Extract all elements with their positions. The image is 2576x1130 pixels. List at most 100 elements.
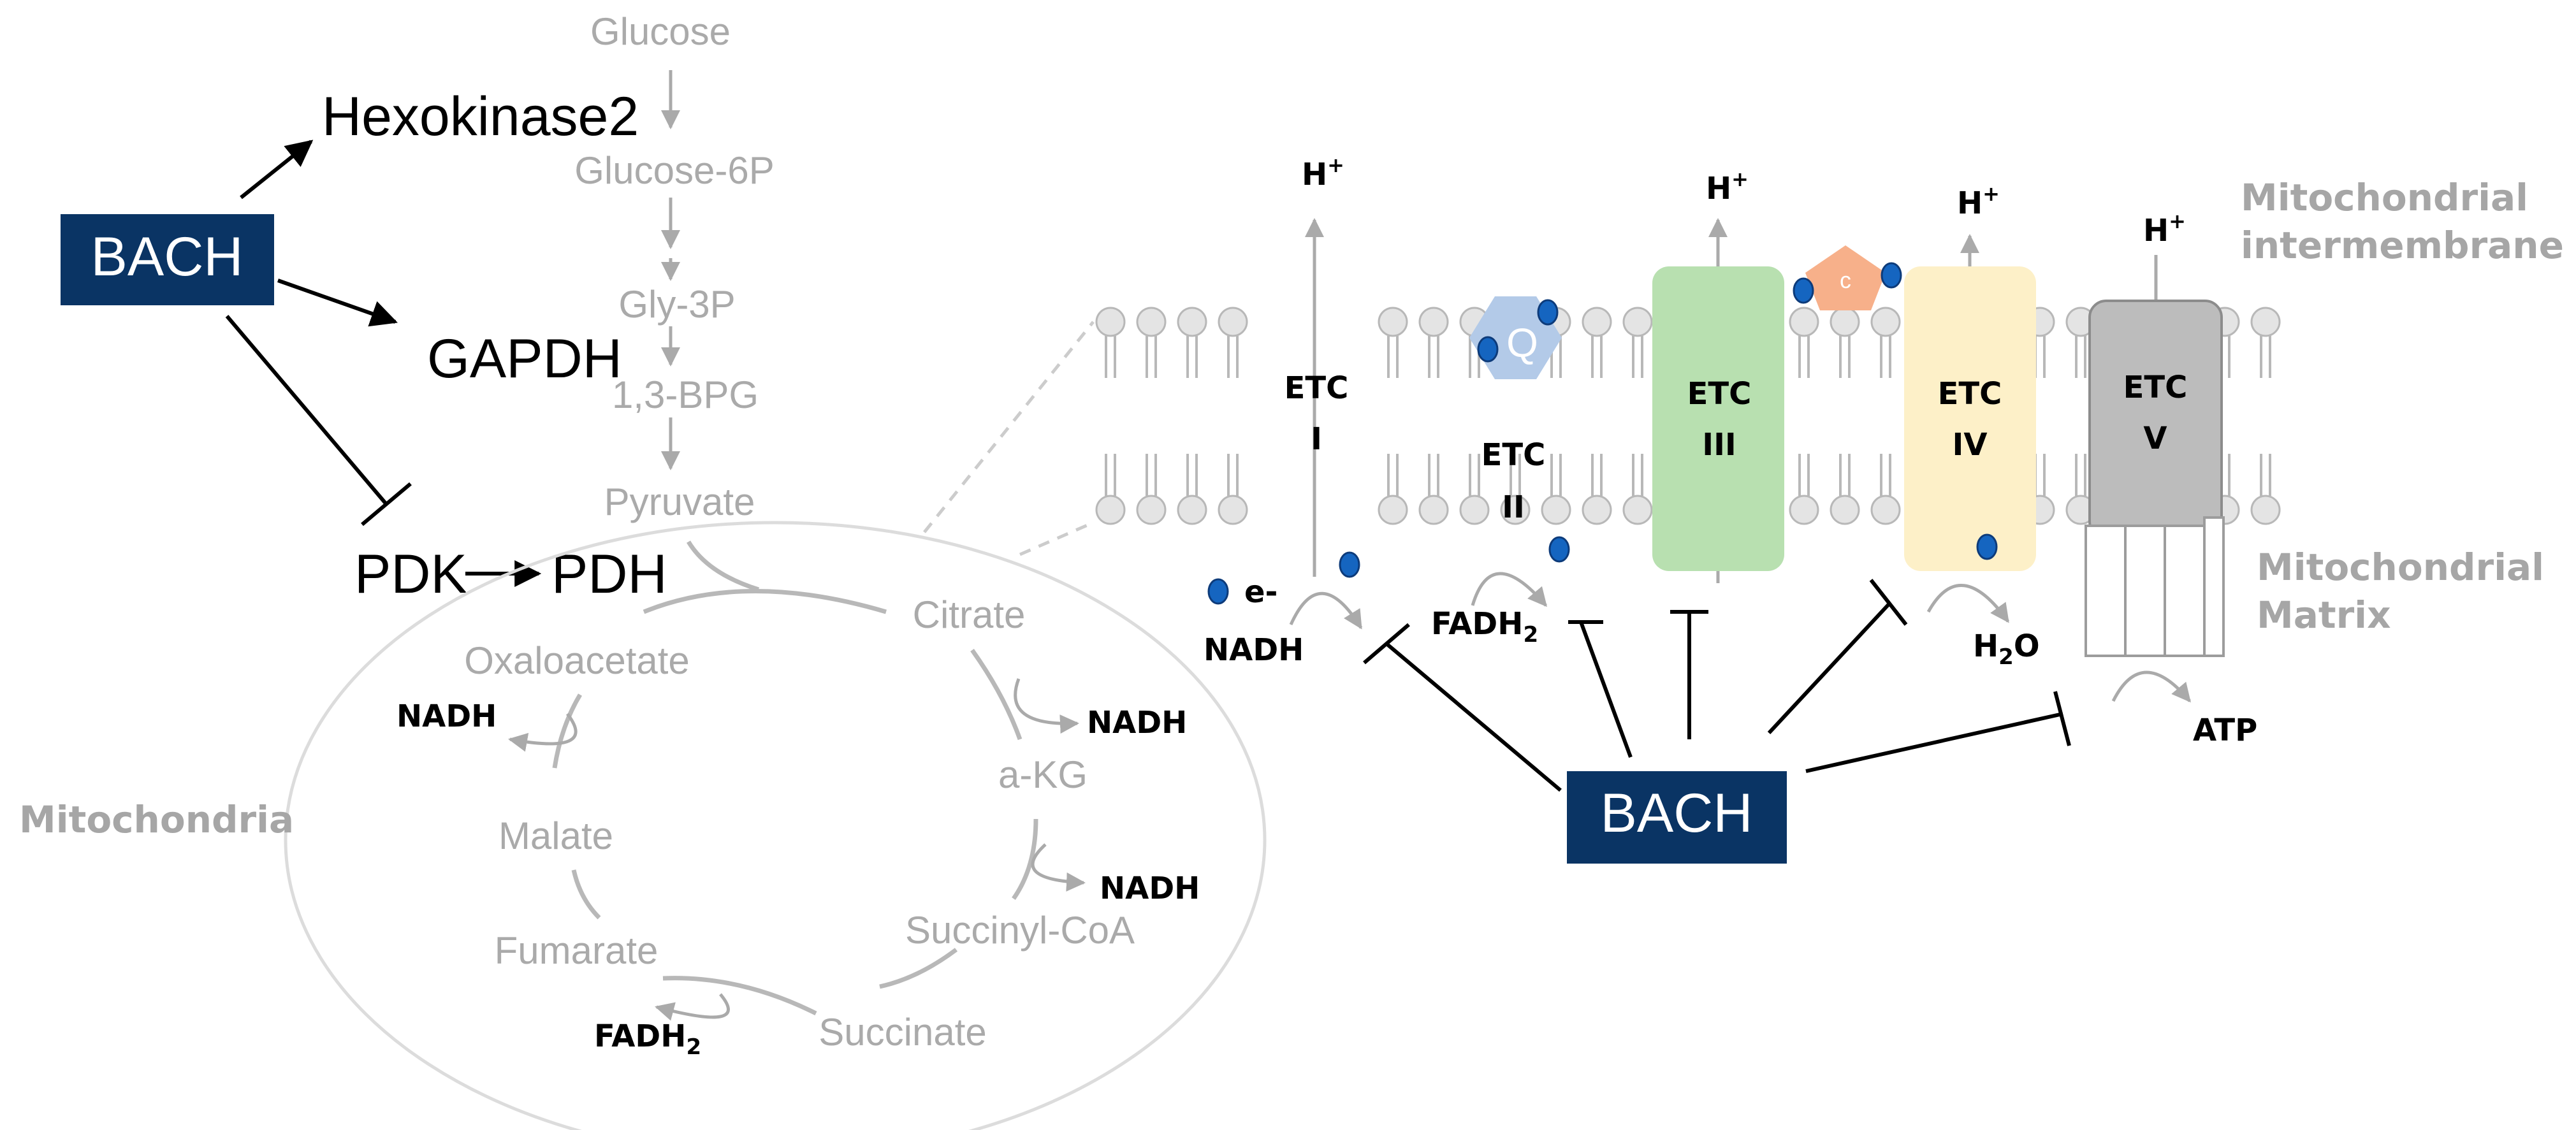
pdk-label: PDK [354,544,467,605]
bach-to-gapdh-arrow [277,279,398,327]
etc-nadh-label: NADH [1204,632,1304,668]
bach-inhibits-etc5 [1805,712,2063,773]
lipid-molecule [1789,307,1819,379]
bach-inhibits-etc2 [1579,621,1633,758]
etc5-label-line2: V [2143,421,2167,456]
fadh2-tca-label: FADH2 [594,1018,701,1060]
lipid-molecule [1622,307,1653,379]
glycolysis-panel: BACH Hexokinase2 GAPDH PDK PDH Glucose G… [61,10,775,605]
bpg-label: 1,3-BPG [612,373,759,416]
bach-to-hexokinase-arrow [240,140,314,199]
succinyl-coa-label: Succinyl-CoA [905,909,1135,952]
electron-label: e- [1244,574,1277,610]
glucose-6p-label: Glucose-6P [574,149,774,192]
cytochrome-c-shape [1805,245,1886,310]
intermembrane-label-line1: Mitochondrial [2241,176,2528,219]
lipid-molecule [1582,307,1612,379]
etc2-label-line2: II [1502,489,1525,525]
electron-etc4 [1976,533,1998,560]
bach-inhibits-etc4 [1767,602,1891,735]
electron-etc2 [1548,536,1570,563]
bach-box-left [61,214,274,305]
lipid-molecule [1218,453,1248,525]
cytochrome-c-label: c [1840,267,1851,293]
electron-etc1-right [1339,551,1360,578]
atp-curl [2111,670,2191,703]
gly-3p-label: Gly-3P [618,283,735,326]
lipid-molecule [2250,453,2281,525]
tca-arc-oaa-citrate [643,589,887,614]
lipid-molecule [1095,307,1126,379]
electron-c-right [1881,262,1902,289]
ubiquinone-q-label: Q [1506,320,1538,366]
nadh-curl-akg [1014,678,1079,734]
etc4-label-line2: IV [1952,427,1987,463]
etc3-proton-label: H+ [1706,167,1749,206]
malate-label: Malate [498,815,613,857]
etc-panel: Mitochondrial intermembrane Mitochondria… [1095,153,2564,864]
fumarate-label: Fumarate [495,929,659,972]
bach-inhibits-etc1-bar [1363,623,1410,665]
glucose-label: Glucose [590,10,731,53]
electron-c-left [1793,277,1814,304]
etc2-fadh2-curl [1471,572,1547,607]
nadh-curl-scoa [1031,843,1086,892]
tca-arc-fum-mal [571,869,601,920]
etc4-proton-label: H+ [1957,182,2000,221]
tca-cycle: Mitochondria Citrate a-KG Succinyl-CoA S… [19,321,1267,1130]
pyruvate-label: Pyruvate [604,481,755,523]
electron-etc1-left [1207,578,1229,605]
matrix-label-line2: Matrix [2257,593,2390,637]
zoom-line-top [923,321,1095,533]
tca-arc-citrate-akg [970,648,1022,741]
tca-arc-scoa-succ [879,948,958,989]
fadh2-curl [655,993,730,1021]
akg-label: a-KG [998,753,1088,796]
bach-inhibits-etc1 [1385,642,1562,792]
etc1-proton-label: H+ [1302,153,1344,192]
electron-q-right [1537,299,1559,326]
lipid-molecule [1378,307,1408,379]
bach-label-right: BACH [1601,783,1753,844]
etc1-label-line1: ETC [1284,370,1349,406]
lipid-molecule [1418,453,1449,525]
etc4-complex [1904,266,2036,571]
etc3-complex [1652,266,1784,571]
mitochondria-label: Mitochondria [19,798,294,841]
lipid-molecule [1870,453,1901,525]
etc2-label-line1: ETC [1481,437,1546,473]
lipid-molecule [1830,453,1860,525]
matrix-label-line1: Mitochondrial [2257,546,2544,589]
bach-inhibits-pdk-bar [361,482,412,526]
atp-synthase-stalk [2085,516,2225,657]
bach-label-left: BACH [91,226,244,287]
water-label: H2O [1973,628,2040,670]
lipid-molecule [1830,307,1860,379]
etc1-nadh-curl [1289,591,1363,630]
lipid-molecule [1378,453,1408,525]
electron-q-left [1477,336,1499,363]
atp-label: ATP [2193,713,2257,748]
oxaloacetate-label: Oxaloacetate [464,639,690,682]
lipid-molecule [1177,307,1207,379]
gapdh-label: GAPDH [427,328,622,389]
nadh-akg-label: NADH [1087,705,1187,741]
lipid-molecule [1136,453,1167,525]
lipid-molecule [1582,453,1612,525]
lipid-molecule [1789,453,1819,525]
lipid-molecule [1870,307,1901,379]
lipid-molecule [1218,307,1248,379]
lipid-molecule [1095,453,1126,525]
etc4-label-line1: ETC [1938,376,2002,412]
intermembrane-label-line2: intermembrane [2241,224,2564,267]
etc5-proton-label: H+ [2143,209,2186,249]
hexokinase2-label: Hexokinase2 [322,86,639,147]
lipid-molecule [1418,307,1449,379]
bach-box-right [1567,771,1787,864]
citrate-label: Citrate [913,593,1026,636]
etc-fadh2-label: FADH2 [1431,606,1538,648]
zoom-line-bottom [1019,521,1094,556]
tca-arc-succ-fum [662,976,817,1016]
etc5-complex [2088,300,2223,539]
